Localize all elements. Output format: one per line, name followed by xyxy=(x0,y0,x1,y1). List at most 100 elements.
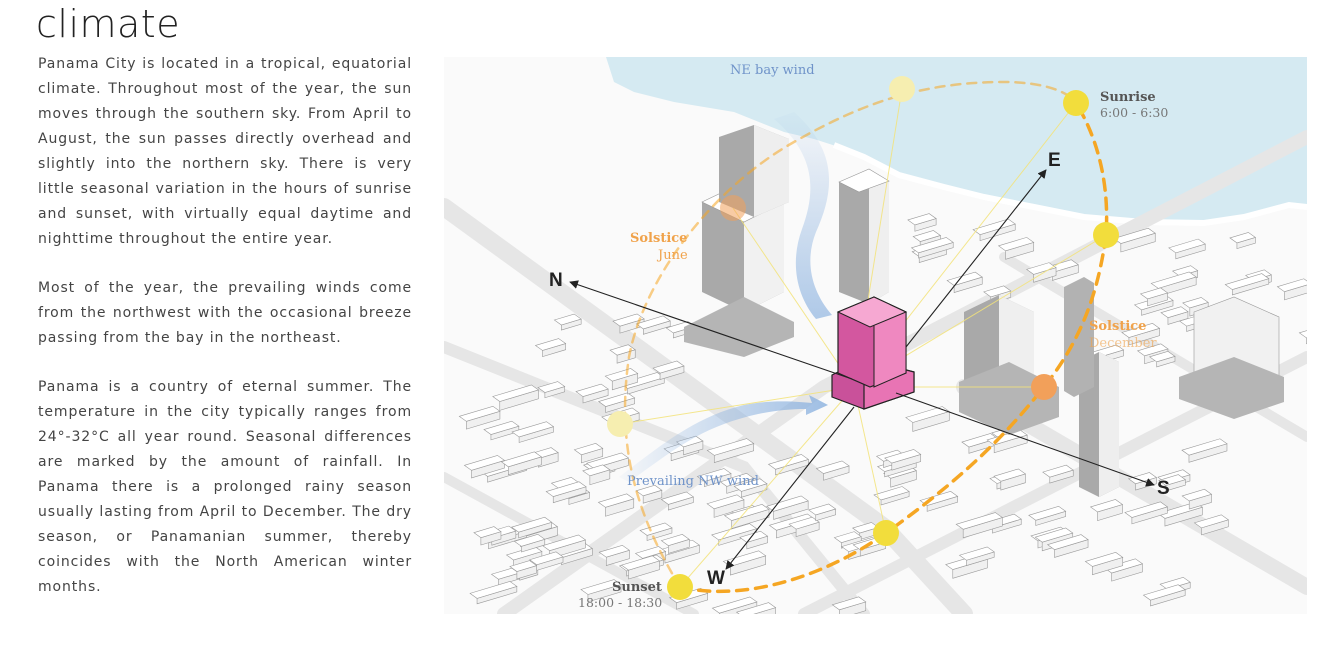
block-roof xyxy=(473,526,502,538)
block-roof xyxy=(1139,287,1169,300)
block-roof xyxy=(660,491,695,505)
block-roof xyxy=(733,478,768,492)
block-roof xyxy=(955,512,1003,530)
block-roof xyxy=(1046,534,1089,550)
solstice-december-month: December xyxy=(1089,336,1157,351)
block-roof xyxy=(1171,265,1199,277)
block-roof xyxy=(1042,464,1074,478)
block-roof xyxy=(1028,505,1067,521)
block-roof xyxy=(884,449,922,464)
block-roof xyxy=(1103,558,1144,574)
block-roof xyxy=(580,579,622,595)
block-roof xyxy=(545,481,587,497)
solstice-december-label: Solstice xyxy=(1089,319,1146,334)
block-roof xyxy=(706,438,755,456)
sunrise-time: 6:00 - 6:30 xyxy=(1100,105,1168,120)
block-roof xyxy=(808,503,837,516)
block-roof xyxy=(1181,488,1213,502)
block-roof xyxy=(723,504,770,521)
shoreline xyxy=(832,142,1307,227)
sun-pale-west xyxy=(607,411,633,437)
sunset-time: 18:00 - 18:30 xyxy=(578,595,662,610)
block-roof xyxy=(1025,262,1057,275)
site-building xyxy=(831,296,915,410)
block-roof xyxy=(634,546,667,559)
block-roof xyxy=(833,531,862,543)
sunset-label: Sunset xyxy=(612,580,662,595)
block-roof xyxy=(598,544,630,558)
compass-south: S xyxy=(1157,478,1170,499)
block-roof xyxy=(511,421,555,438)
towers xyxy=(684,125,1284,497)
block-roof xyxy=(1159,576,1191,590)
sun-sunset xyxy=(667,574,693,600)
block-roof xyxy=(993,468,1027,482)
block-roof xyxy=(1193,514,1229,529)
block-roof xyxy=(912,230,942,242)
block-roof xyxy=(510,516,553,533)
block-roof xyxy=(575,383,609,397)
block-roof xyxy=(1182,297,1209,309)
sun-pale-top xyxy=(889,76,915,102)
sun-east-low xyxy=(1093,222,1119,248)
block-roof xyxy=(711,523,758,541)
block-roof xyxy=(639,522,673,536)
block-roof xyxy=(815,460,850,474)
sun-wind-diagram: N E S W NE bay wind Prevailing NW wind S… xyxy=(444,57,1307,614)
sun-south-low xyxy=(873,520,899,546)
block-roof xyxy=(1181,438,1228,456)
block-roof xyxy=(1276,278,1307,293)
block-roof xyxy=(1298,330,1307,339)
sun-solstice-june xyxy=(720,195,746,221)
block-roof xyxy=(706,494,745,510)
page-title: climate xyxy=(36,2,181,46)
tower-2 xyxy=(719,125,789,217)
block-roof xyxy=(1229,232,1257,244)
block-roof xyxy=(463,455,506,471)
block-roof xyxy=(1158,474,1187,486)
nw-wind-arrow xyxy=(619,395,828,482)
block-roof xyxy=(573,443,604,456)
block-roof xyxy=(1034,527,1074,543)
block-roof xyxy=(597,493,635,508)
block-roof xyxy=(652,360,685,374)
block-roof xyxy=(1124,501,1169,518)
block-roof xyxy=(541,534,587,551)
block-roof xyxy=(553,313,582,326)
block-roof xyxy=(620,555,661,571)
paragraph-climate: Panama City is located in a tropical, eq… xyxy=(38,56,412,247)
block-roof xyxy=(609,344,636,356)
block-roof xyxy=(719,472,755,487)
ne-wind-label: NE bay wind xyxy=(730,63,815,78)
block-roof xyxy=(765,495,809,512)
block-roof xyxy=(537,381,566,393)
block-roof xyxy=(1127,472,1158,485)
block-roof xyxy=(1150,271,1197,289)
block-roof xyxy=(492,384,540,402)
block-roof xyxy=(513,533,546,547)
block-roof xyxy=(604,368,639,382)
suns xyxy=(607,76,1119,600)
block-roof xyxy=(1160,306,1189,318)
block-wall xyxy=(1306,337,1307,345)
paragraph-wind: Most of the year, the prevailing winds c… xyxy=(38,280,412,346)
block-roof xyxy=(907,213,937,226)
block-roof xyxy=(1142,584,1186,601)
text-column: Panama City is located in a tropical, eq… xyxy=(38,52,412,624)
tower-6 xyxy=(1064,277,1284,419)
block-roof xyxy=(1113,227,1156,244)
block-roof xyxy=(983,285,1012,298)
bay-water xyxy=(606,57,1307,223)
solstice-june-month: June xyxy=(656,248,688,263)
block-roof xyxy=(1148,351,1176,363)
block-roof xyxy=(1224,273,1270,290)
ne-wind-arrow xyxy=(774,112,832,319)
block-roof xyxy=(831,596,867,611)
block-roof xyxy=(735,602,777,614)
tower-3 xyxy=(838,168,890,304)
nw-wind-label: Prevailing NW wind xyxy=(627,474,759,489)
block-roof xyxy=(910,237,954,254)
block-roof xyxy=(997,237,1035,252)
block-roof xyxy=(529,551,564,566)
block-roof xyxy=(483,420,520,435)
